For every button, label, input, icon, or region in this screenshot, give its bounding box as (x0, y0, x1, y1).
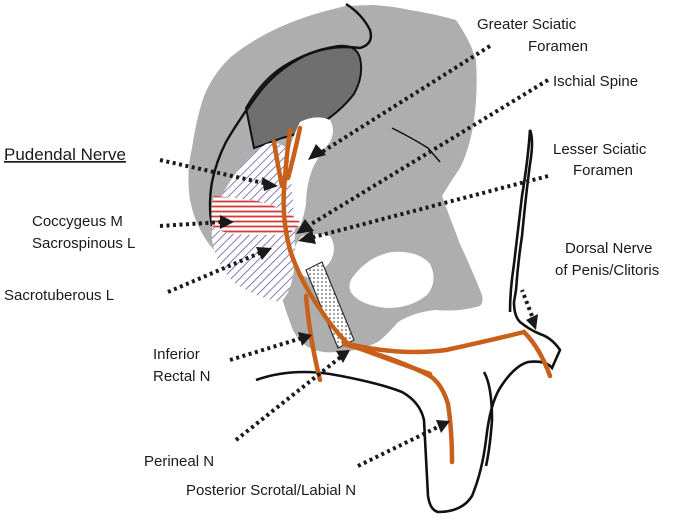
label-lesser-sciatic-1: Lesser Sciatic (553, 141, 647, 158)
leader-perineal (234, 354, 344, 442)
ilium-wing (244, 44, 363, 150)
leader-sacrotuberous (167, 250, 263, 294)
title-pudendal-nerve: Pudendal Nerve (4, 145, 126, 164)
leader-greater-sciatic (320, 44, 492, 154)
leader-ischial-spine (306, 78, 550, 228)
label-sacrotuberous: Sacrotuberous L (4, 287, 114, 304)
coccygeus-muscle (211, 196, 300, 235)
arrowhead-pudendal (262, 177, 278, 191)
label-inferior-rectal-2: Rectal N (153, 368, 211, 385)
label-lesser-sciatic-2: Foramen (573, 162, 633, 179)
inferior-rectal-nerve-branch (303, 293, 323, 383)
label-sacrospinous: Sacrospinous L (32, 235, 135, 252)
pudendal-nerve (271, 125, 553, 465)
nerve-root-lower (285, 125, 303, 181)
arrowhead-inferior-rectal (298, 332, 312, 346)
leader-lines (159, 44, 550, 468)
arrowheads (220, 144, 538, 433)
leader-lesser-sciatic (309, 174, 549, 240)
acetabulum-line (391, 127, 441, 163)
nerve-trunk (281, 127, 351, 347)
label-posterior-scrotal: Posterior Scrotal/Labial N (186, 482, 356, 499)
arrowhead-coccygeus (220, 215, 234, 229)
genital-outline (482, 371, 494, 467)
obturator-foramen (349, 251, 434, 308)
label-inferior-rectal-1: Inferior (153, 346, 200, 363)
leader-dorsal-nerve (520, 289, 534, 317)
label-ischial-spine: Ischial Spine (553, 73, 638, 90)
leader-inferior-rectal (229, 336, 303, 362)
arrowhead-dorsal-nerve (526, 314, 538, 330)
arrowhead-greater-sciatic (308, 144, 326, 160)
arrowhead-perineal (336, 350, 350, 363)
nerve-root-upper (271, 139, 285, 189)
label-dorsal-nerve-1: Dorsal Nerve (565, 240, 653, 257)
label-greater-sciatic-2: Foramen (528, 38, 588, 55)
leader-pudendal (159, 158, 269, 186)
leader-posterior-scrotal (357, 424, 441, 468)
label-dorsal-nerve-2: of Penis/Clitoris (555, 262, 659, 279)
label-coccygeus: Coccygeus M (32, 213, 123, 230)
dorsal-nerve-branch (345, 329, 553, 379)
label-perineal: Perineal N (144, 453, 214, 470)
label-greater-sciatic-1: Greater Sciatic (477, 16, 577, 33)
arrowhead-sacrotuberous (256, 247, 272, 260)
posterior-scrotal-nerve-branch (341, 341, 455, 465)
arrowhead-posterior-scrotal (436, 420, 450, 433)
ilium-contour (208, 2, 373, 227)
arrowhead-ischial-spine (296, 219, 314, 234)
arrowhead-lesser-sciatic (298, 230, 316, 244)
